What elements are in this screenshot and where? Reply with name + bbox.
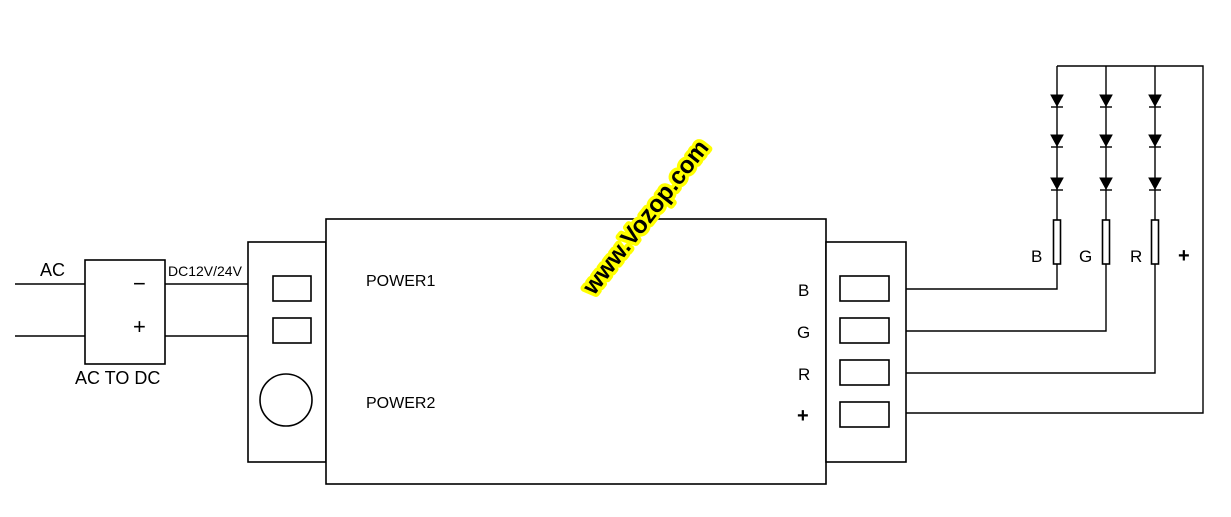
power1-label: POWER1 (366, 273, 435, 290)
wire-common-plus (906, 65, 1204, 414)
led-strip: B G R + (1031, 66, 1190, 267)
led-channel-g (1099, 66, 1113, 265)
psu-minus-label: − (133, 271, 146, 296)
output-label-r: R (798, 365, 810, 384)
psu-box (84, 259, 166, 365)
led-label-b: B (1031, 247, 1042, 266)
ac-input: AC (15, 260, 85, 337)
power2-label: POWER2 (366, 395, 435, 412)
led-diode-icon (1050, 177, 1064, 191)
led-channel-r (1148, 66, 1162, 265)
led-channel-b (1050, 66, 1064, 265)
wire-b (906, 264, 1058, 290)
wire-g (906, 264, 1107, 332)
led-diode-icon (1099, 94, 1113, 108)
output-terminal-g (839, 317, 890, 344)
controller-output-block (825, 241, 907, 463)
controller-input-block (247, 241, 327, 463)
ac-to-dc-converter: − + AC TO DC (75, 259, 166, 388)
output-terminal-plus (839, 401, 890, 428)
led-diode-icon (1148, 94, 1162, 108)
power2-terminal (272, 317, 312, 344)
controller: POWER1 POWER2 B G R + (247, 218, 907, 485)
dc-voltage-label: DC12V/24V (168, 263, 243, 279)
led-diode-icon (1148, 134, 1162, 148)
output-label-plus: + (797, 405, 809, 427)
output-wiring (906, 65, 1204, 414)
output-terminal-r (839, 359, 890, 386)
power1-terminal (272, 275, 312, 302)
led-diode-icon (1050, 94, 1064, 108)
resistor-icon (1150, 219, 1160, 265)
led-label-r: R (1130, 247, 1142, 266)
wire-r (906, 264, 1156, 374)
controller-body (325, 218, 827, 485)
resistor-icon (1101, 219, 1111, 265)
ac-label: AC (40, 260, 65, 280)
output-label-g: G (797, 323, 810, 342)
led-diode-icon (1099, 177, 1113, 191)
led-label-common-plus: + (1178, 245, 1190, 267)
led-label-g: G (1079, 247, 1092, 266)
psu-plus-label: + (133, 314, 146, 339)
led-diode-icon (1050, 134, 1064, 148)
led-diode-icon (1148, 177, 1162, 191)
output-terminal-b (839, 275, 890, 302)
dc-jack-icon (259, 373, 313, 427)
psu-caption: AC TO DC (75, 368, 160, 388)
output-label-b: B (798, 281, 809, 300)
resistor-icon (1052, 219, 1062, 265)
led-diode-icon (1099, 134, 1113, 148)
